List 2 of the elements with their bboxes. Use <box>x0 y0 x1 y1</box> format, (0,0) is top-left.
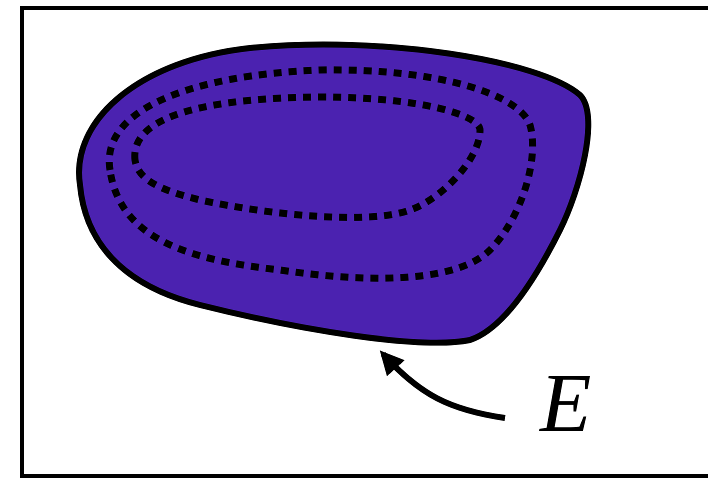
set-label: E <box>540 362 592 446</box>
leader-arrow <box>380 350 506 421</box>
